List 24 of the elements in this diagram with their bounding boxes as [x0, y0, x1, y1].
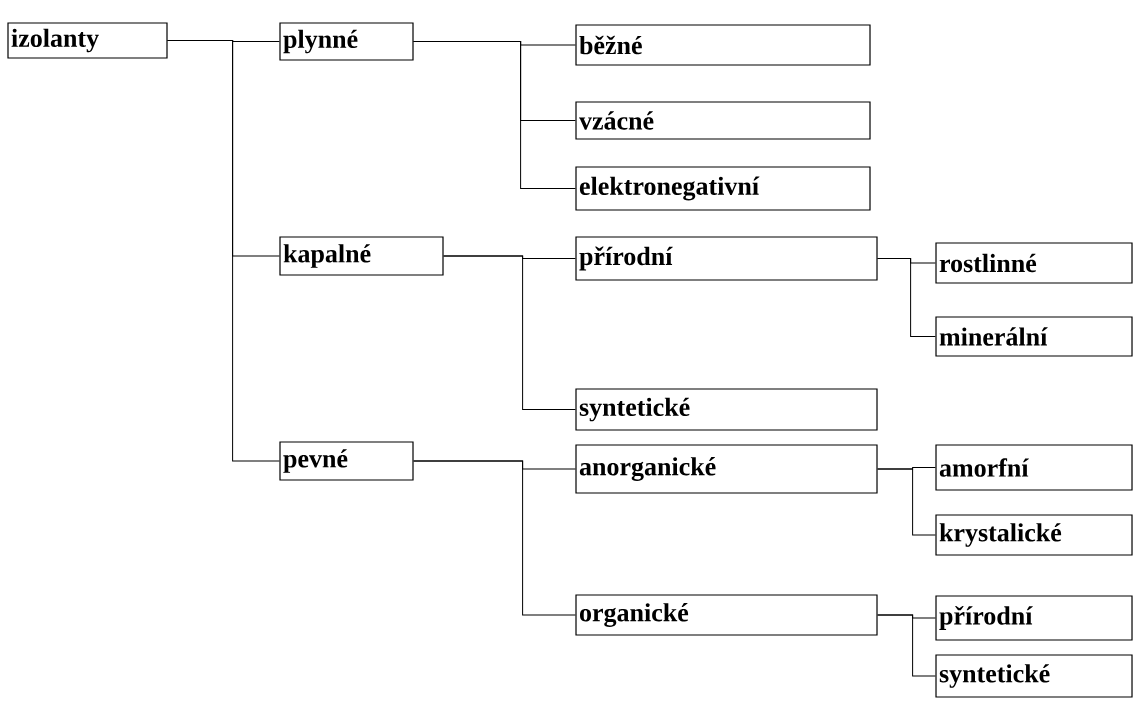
- connector-line: [877, 258, 936, 337]
- category-box: anorganické: [575, 444, 878, 494]
- category-box: plynné: [279, 22, 414, 61]
- connector-line: [413, 460, 576, 616]
- category-box: pevné: [279, 441, 414, 481]
- category-box: elektronegativní: [575, 166, 871, 211]
- category-box: přírodní: [575, 236, 878, 281]
- connector-line: [877, 614, 936, 677]
- category-box: organické: [575, 594, 878, 636]
- connector-line: [877, 468, 936, 536]
- category-box: krystalické: [935, 514, 1133, 556]
- category-box: syntetické: [935, 654, 1133, 698]
- category-box: vzácné: [575, 101, 871, 140]
- category-box: běžné: [575, 24, 871, 66]
- category-box: syntetické: [575, 388, 878, 431]
- connector-line: [413, 41, 576, 189]
- category-box: minerální: [935, 316, 1133, 357]
- category-box: kapalné: [279, 236, 444, 276]
- connector-line: [167, 40, 280, 462]
- category-box: rostlinné: [935, 242, 1133, 284]
- category-box: izolanty: [7, 22, 168, 59]
- connector-line: [443, 255, 576, 410]
- category-box: přírodní: [935, 595, 1133, 641]
- category-box: amorfní: [935, 444, 1133, 491]
